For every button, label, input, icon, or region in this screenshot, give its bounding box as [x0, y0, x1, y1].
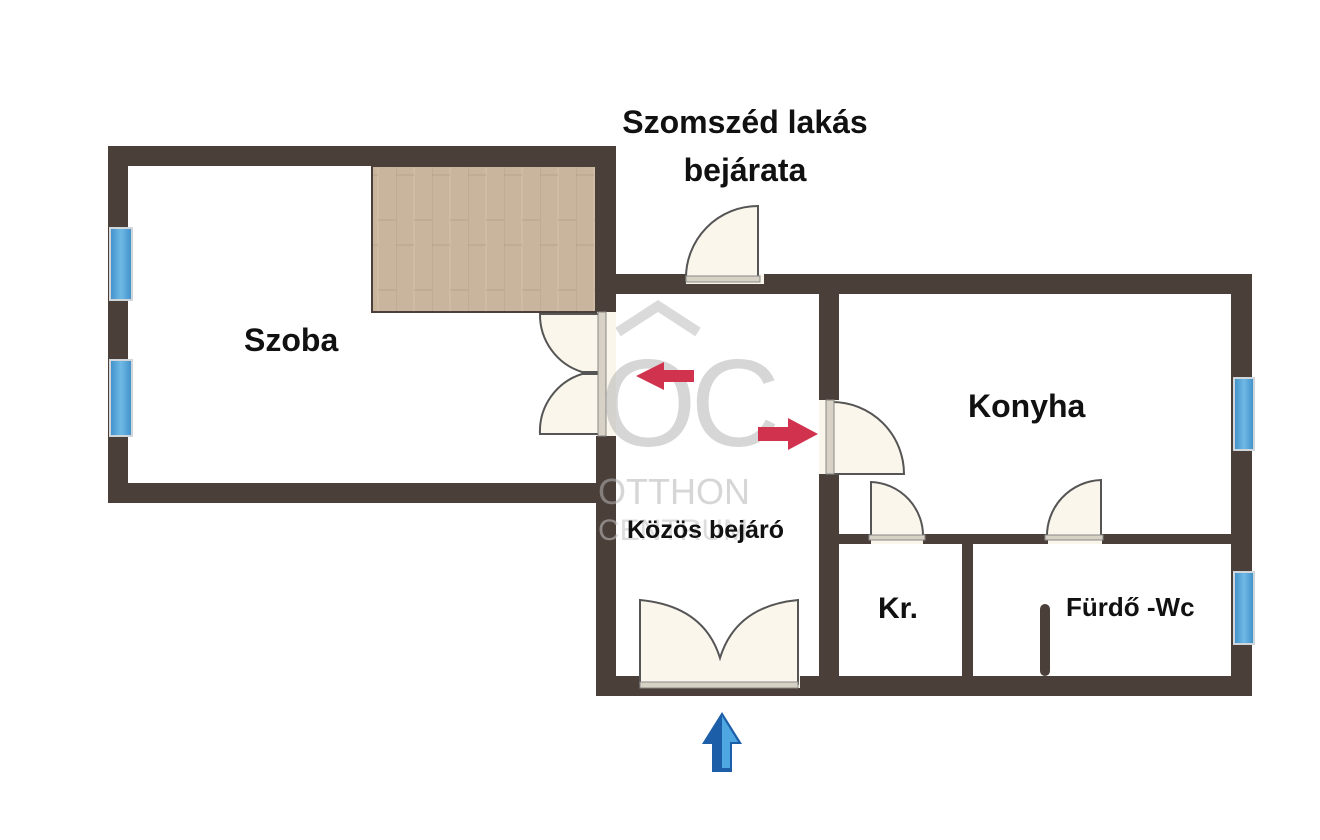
furdo-door-sill [1044, 534, 1104, 541]
wardrobe-block [371, 165, 597, 313]
szoba-door-frame [597, 311, 607, 437]
szoba-door-upper [538, 313, 601, 373]
room-label-furdo: Fürdő -Wc [1066, 592, 1195, 622]
neighbor-entrance-line2: bejárata [683, 152, 807, 188]
neighbor-entrance-line1: Szomszéd lakás [622, 104, 868, 140]
bathroom-partition [1040, 604, 1050, 676]
window-szoba-bottom [109, 359, 133, 437]
arrow-right-icon [758, 418, 818, 450]
konyha-door [831, 400, 906, 475]
kamra-door-sill [868, 534, 926, 541]
window-szoba-top [109, 227, 133, 301]
entrance-door-sill [639, 681, 799, 689]
neighbor-door-sill [685, 275, 761, 283]
windows [109, 227, 1255, 645]
window-konyha [1233, 377, 1255, 451]
watermark-line1: OTTHON [598, 471, 750, 512]
room-label-kozos: Közös bejáró [627, 516, 784, 544]
furdo-door [1045, 478, 1102, 539]
arrow-left-icon [636, 362, 694, 390]
furdo-floor [973, 544, 1231, 676]
room-label-kamra: Kr. [878, 592, 919, 625]
room-label-szoba: Szoba [244, 322, 339, 358]
watermark-roof-icon [615, 300, 701, 337]
neighbor-door [684, 204, 759, 281]
watermark-logo: OC OTTHON CENTRUM [598, 300, 781, 547]
entrance-door [639, 598, 799, 685]
kamra-floor [839, 544, 962, 676]
szoba-door-lower [538, 373, 601, 435]
kamra-door [870, 480, 925, 539]
konyha-door-frame [825, 399, 835, 475]
window-furdo [1233, 571, 1255, 645]
red-arrows [636, 362, 818, 450]
watermark-line2: CENTRUM [598, 514, 748, 547]
entrance-arrow-icon [702, 712, 742, 772]
watermark-logo-text: OC [600, 335, 775, 473]
doors [538, 204, 1104, 689]
neighbor-entrance-label: Szomszéd lakás bejárata [560, 98, 930, 194]
room-label-konyha: Konyha [968, 388, 1086, 424]
